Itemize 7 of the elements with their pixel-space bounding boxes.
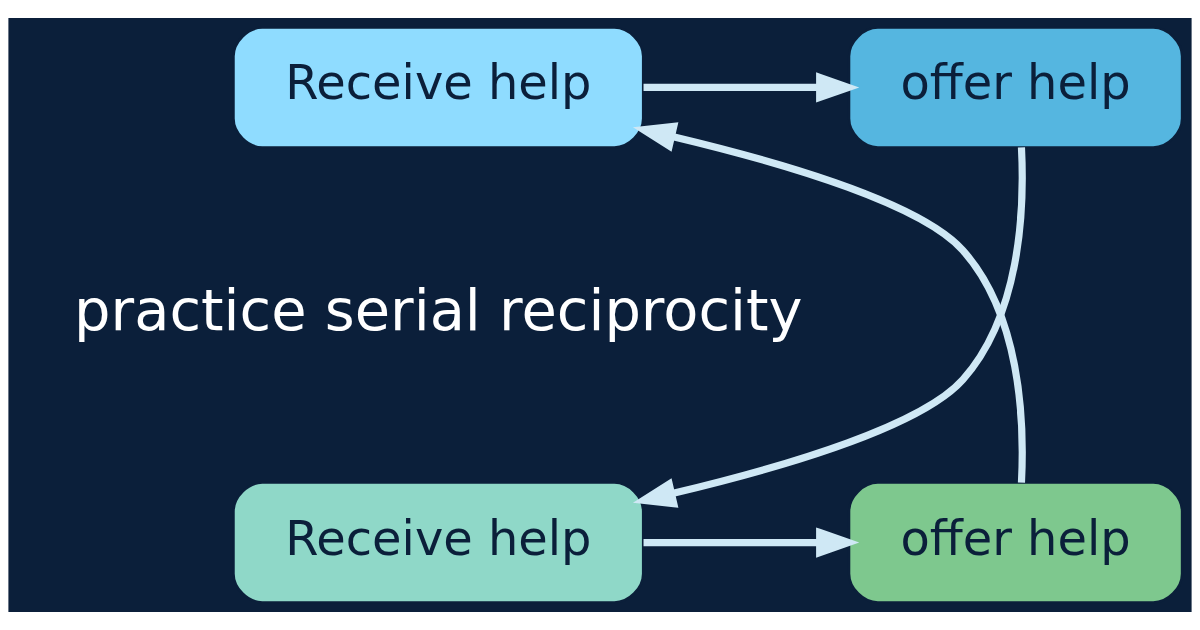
node-box: offer help [847, 26, 1184, 149]
arrow [643, 527, 860, 558]
node-box: Receive help [232, 481, 645, 604]
label: practice serial reciprocity [74, 276, 803, 344]
node-box: offer help [847, 481, 1184, 604]
arrow [643, 72, 860, 103]
node-box: Receive help [232, 26, 645, 149]
